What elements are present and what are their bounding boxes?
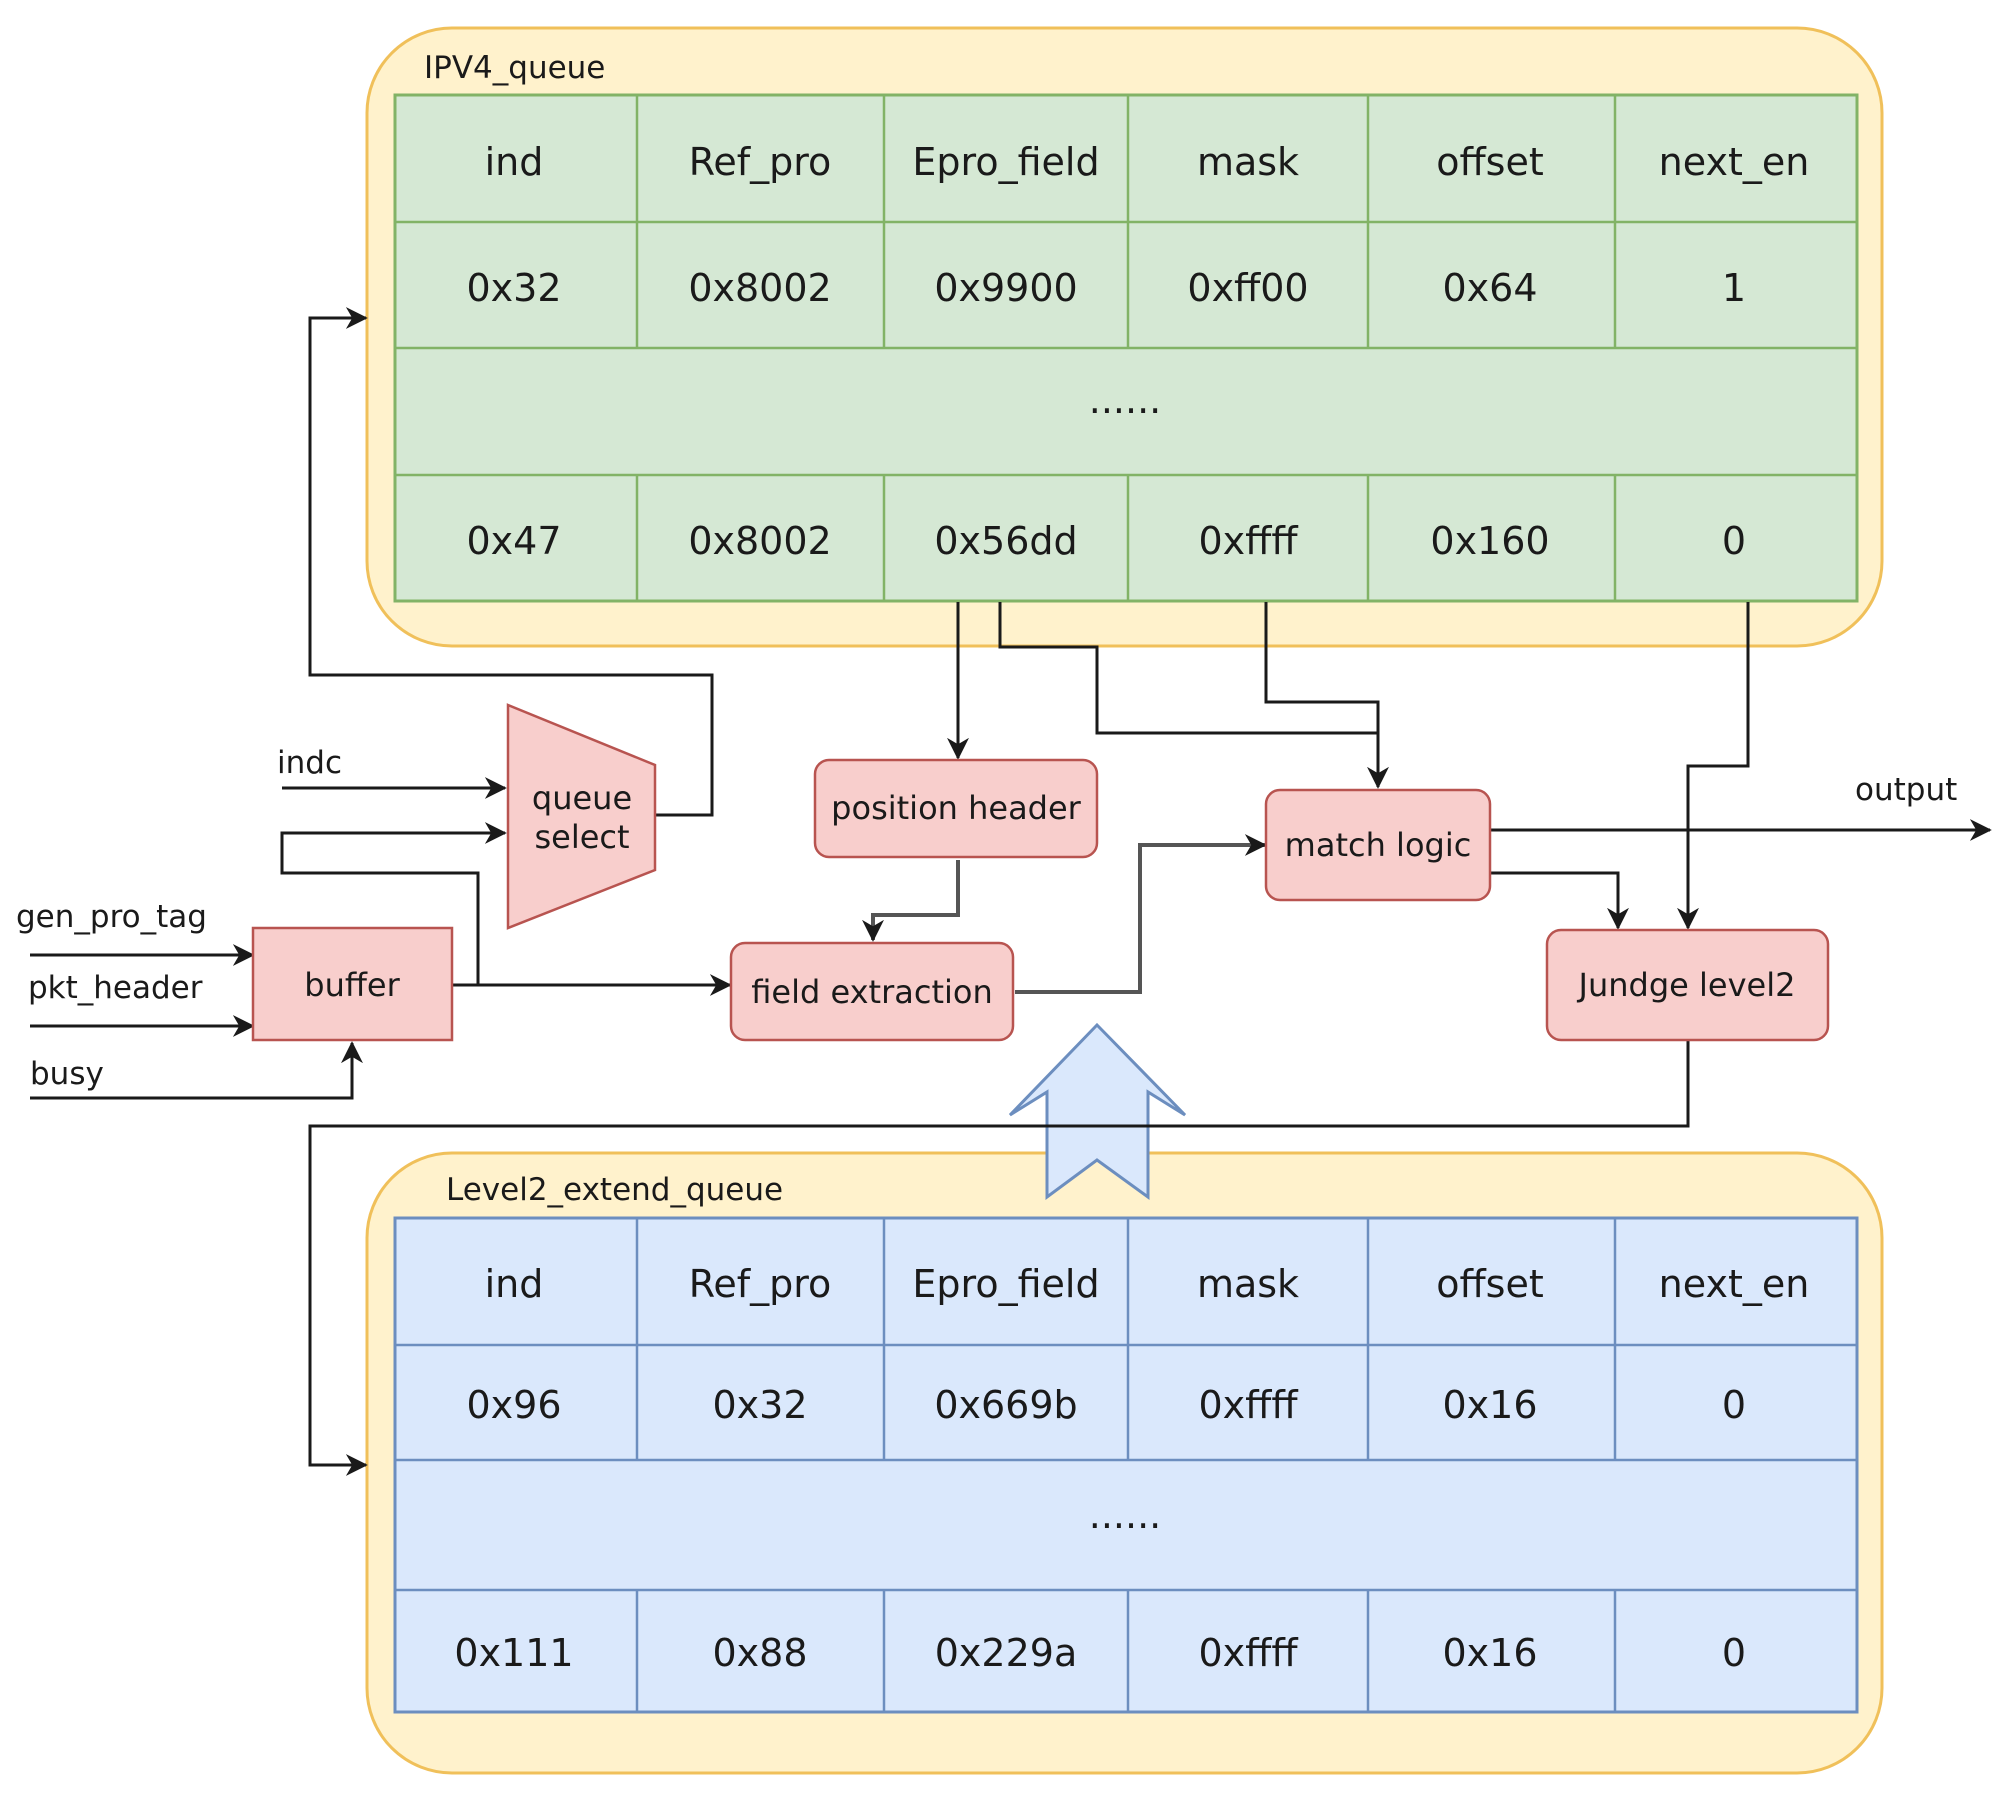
buffer-label: buffer xyxy=(304,966,400,1004)
judge-level2-box xyxy=(1545,928,1830,1042)
table-cell: 1 xyxy=(1722,266,1746,310)
field-extraction-label: field extraction xyxy=(751,973,992,1011)
queue-select-block: queue select xyxy=(506,703,657,930)
table-row: 0x96 0x32 0x669b 0xffff 0x16 0 xyxy=(466,1383,1746,1427)
table-header-cell: next_en xyxy=(1659,1262,1810,1306)
level2-queue: Level2_extend_queue ind Ref_pro Epro_fie… xyxy=(365,1151,1884,1775)
table-cell: 0x229a xyxy=(935,1631,1077,1675)
buffer-block: buffer xyxy=(251,926,454,1042)
level2-header-row: ind Ref_pro Epro_field mask offset next_… xyxy=(485,1262,1810,1306)
table-cell: 0 xyxy=(1722,519,1746,563)
wire-ipv4-field-to-match xyxy=(998,602,1389,789)
table-cell: 0x32 xyxy=(712,1383,807,1427)
table-row: 0x111 0x88 0x229a 0xffff 0x16 0 xyxy=(454,1631,1746,1675)
table-cell: 0x669b xyxy=(934,1383,1077,1427)
table-cell: 0xffff xyxy=(1198,1383,1298,1427)
table-cell: 0x56dd xyxy=(934,519,1077,563)
ipv4-queue-title: IPV4_queue xyxy=(424,50,605,86)
connection-wires xyxy=(30,307,1992,1476)
wire-busy xyxy=(30,1041,363,1100)
match-logic-label: match logic xyxy=(1285,826,1472,864)
wire-buffer-to-queue-select xyxy=(280,822,507,985)
judge-level2-block: Jundge level2 xyxy=(1545,928,1830,1042)
field-extraction-block: field extraction xyxy=(729,941,1015,1042)
position-header-label: position header xyxy=(831,789,1082,827)
table-grid xyxy=(395,95,1857,601)
match-logic-block: match logic xyxy=(1264,788,1492,902)
wire-judge-to-level2 xyxy=(308,1040,1690,1476)
table-cell: 0x47 xyxy=(466,519,561,563)
table-cell: 0x64 xyxy=(1442,266,1537,310)
queue-select-label-line1: queue xyxy=(532,779,632,817)
table-header-cell: offset xyxy=(1436,1262,1544,1306)
wire-ipv4-mask-to-match xyxy=(1264,602,1380,733)
signal-pkt-header-label: pkt_header xyxy=(28,970,203,1006)
table-cell: 0x96 xyxy=(466,1383,561,1427)
table-cell: 0xff00 xyxy=(1187,266,1308,310)
table-cell: 0x111 xyxy=(454,1631,573,1675)
table-cell: 0x88 xyxy=(712,1631,807,1675)
table-header-cell: Epro_field xyxy=(912,140,1099,184)
table-cell: 0x160 xyxy=(1430,519,1549,563)
table-cell: 0x8002 xyxy=(688,519,831,563)
signal-busy-label: busy xyxy=(30,1056,104,1092)
table-cell: 0x9900 xyxy=(934,266,1077,310)
level2-queue-title: Level2_extend_queue xyxy=(446,1172,783,1208)
field-extraction-box xyxy=(729,941,1015,1042)
signal-gen-pro-tag-label: gen_pro_tag xyxy=(16,899,207,935)
table-ellipsis: ...... xyxy=(1089,378,1161,422)
table-header-cell: mask xyxy=(1197,1262,1299,1306)
table-cell: 0x16 xyxy=(1442,1383,1537,1427)
wire-extraction-to-match xyxy=(1015,834,1267,994)
table-row: 0x32 0x8002 0x9900 0xff00 0x64 1 xyxy=(466,266,1746,310)
table-header-cell: mask xyxy=(1197,140,1299,184)
table-header-cell: Ref_pro xyxy=(689,140,832,184)
table-cell: 0xffff xyxy=(1198,519,1298,563)
table-ellipsis: ...... xyxy=(1089,1493,1161,1537)
table-cell: 0 xyxy=(1722,1631,1746,1675)
table-header-cell: offset xyxy=(1436,140,1544,184)
table-header-cell: ind xyxy=(485,1262,544,1306)
table-cell: 0x16 xyxy=(1442,1631,1537,1675)
wire-match-to-judge xyxy=(1490,871,1629,930)
table-header-cell: next_en xyxy=(1659,140,1810,184)
ipv4-header-row: ind Ref_pro Epro_field mask offset next_… xyxy=(485,140,1810,184)
wire-queue-select-to-ipv4 xyxy=(308,307,714,817)
table-cell: 0x8002 xyxy=(688,266,831,310)
match-logic-box xyxy=(1264,788,1492,902)
table-cell: 0x32 xyxy=(466,266,561,310)
table-cell: 0xffff xyxy=(1198,1631,1298,1675)
table-row: 0x47 0x8002 0x56dd 0xffff 0x160 0 xyxy=(466,519,1746,563)
level2-table-bg xyxy=(393,1216,1859,1714)
wire-ipv4-next-en-to-judge xyxy=(1677,602,1750,930)
position-header-block: position header xyxy=(813,758,1099,859)
signal-indc-label: indc xyxy=(277,745,342,781)
queue-select-label-line2: select xyxy=(534,818,629,856)
position-header-box xyxy=(813,758,1099,859)
judge-level2-label: Jundge level2 xyxy=(1577,966,1796,1004)
wire-position-to-extraction xyxy=(862,860,960,942)
table-grid xyxy=(395,1218,1857,1712)
queue-select-mux xyxy=(506,703,657,930)
ipv4-queue: IPV4_queue ind Ref_pro Epro_field mask o… xyxy=(365,26,1884,648)
level2-table: ind Ref_pro Epro_field mask offset next_… xyxy=(393,1216,1859,1714)
buffer-box xyxy=(251,926,454,1042)
table-header-cell: Ref_pro xyxy=(689,1262,832,1306)
table-header-cell: ind xyxy=(485,140,544,184)
table-cell: 0 xyxy=(1722,1383,1746,1427)
ipv4-table: ind Ref_pro Epro_field mask offset next_… xyxy=(393,93,1859,603)
level2-to-extraction-big-arrow xyxy=(1008,1022,1187,1200)
table-header-cell: Epro_field xyxy=(912,1262,1099,1306)
signal-output-label: output xyxy=(1855,772,1957,808)
signal-labels: indc gen_pro_tag pkt_header busy output xyxy=(16,745,1957,1092)
